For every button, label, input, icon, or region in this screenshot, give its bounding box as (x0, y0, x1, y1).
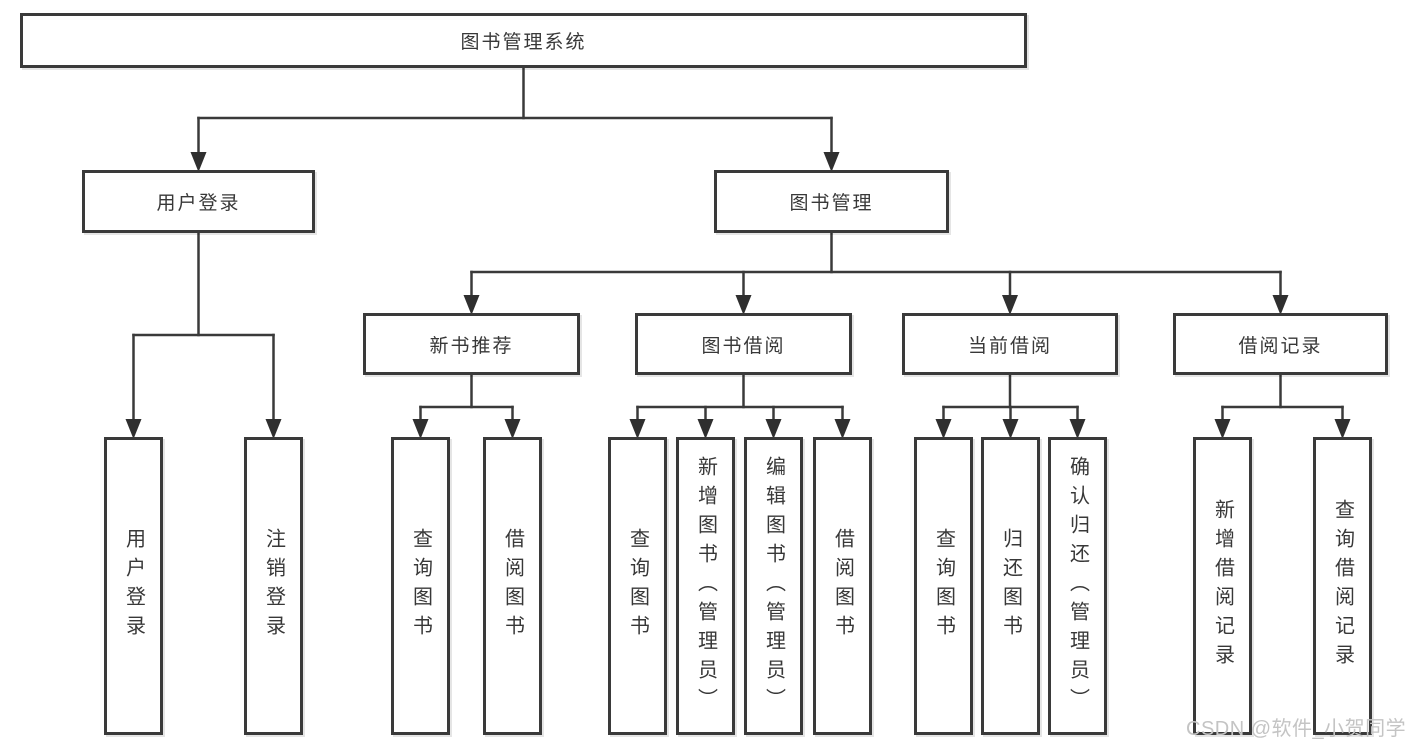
node-label: 确认归还（管理员） (1066, 455, 1089, 717)
node-label: 查询借阅记录 (1331, 499, 1354, 673)
node-label: 查询图书 (626, 528, 649, 644)
node-label: 新增图书（管理员） (694, 455, 717, 717)
arrowhead (629, 419, 646, 439)
arrowhead (1214, 419, 1231, 439)
node-label: 新书推荐 (429, 335, 514, 357)
arrowhead (735, 295, 752, 315)
arrowhead (1069, 419, 1086, 439)
node-leaf-rec-2: 借阅图书 (483, 437, 542, 735)
node-login: 用户登录 (82, 170, 315, 233)
arrowhead (1002, 419, 1019, 439)
arrowhead (412, 419, 429, 439)
node-leaf-borrow-4: 借阅图书 (813, 437, 872, 735)
node-mgmt: 图书管理 (714, 170, 949, 233)
node-root: 图书管理系统 (20, 13, 1027, 68)
node-label: 归还图书 (999, 528, 1022, 644)
node-leaf-borrow-2: 新增图书（管理员） (676, 437, 735, 735)
arrowhead (265, 419, 282, 439)
arrowhead (834, 419, 851, 439)
arrowhead (190, 152, 207, 172)
node-leaf-borrow-1: 查询图书 (608, 437, 667, 735)
node-label: 当前借阅 (967, 335, 1052, 357)
watermark: CSDN @软件_小贺同学 (1186, 718, 1405, 740)
node-label: 用户登录 (122, 528, 145, 644)
node-borrow: 图书借阅 (635, 313, 852, 375)
node-leaf-record-1: 新增借阅记录 (1193, 437, 1252, 735)
node-leaf-rec-1: 查询图书 (391, 437, 450, 735)
node-leaf-login-2: 注销登录 (244, 437, 303, 735)
arrowhead (125, 419, 142, 439)
arrowhead (1272, 295, 1289, 315)
node-label: 注销登录 (262, 528, 285, 644)
arrowhead (463, 295, 480, 315)
node-current: 当前借阅 (902, 313, 1118, 375)
node-label: 借阅图书 (501, 528, 524, 644)
arrowhead (935, 419, 952, 439)
arrowhead (823, 152, 840, 172)
arrowhead (1334, 419, 1351, 439)
node-leaf-current-2: 归还图书 (981, 437, 1040, 735)
node-label: 用户登录 (156, 193, 241, 214)
arrowhead (697, 419, 714, 439)
node-label: 图书管理系统 (460, 32, 587, 53)
node-leaf-borrow-3: 编辑图书（管理员） (744, 437, 803, 735)
node-label: 借阅图书 (831, 528, 854, 644)
node-label: 图书借阅 (701, 335, 786, 357)
node-record: 借阅记录 (1173, 313, 1388, 375)
node-leaf-record-2: 查询借阅记录 (1313, 437, 1372, 735)
node-label: 新增借阅记录 (1211, 499, 1234, 673)
node-label: 借阅记录 (1238, 335, 1323, 357)
node-leaf-login-1: 用户登录 (104, 437, 163, 735)
arrowhead (765, 419, 782, 439)
arrowhead (1002, 295, 1018, 315)
node-label: 编辑图书（管理员） (762, 455, 785, 717)
node-leaf-current-1: 查询图书 (914, 437, 973, 735)
node-label: 查询图书 (409, 528, 432, 644)
node-leaf-current-3: 确认归还（管理员） (1048, 437, 1107, 735)
node-label: 查询图书 (932, 528, 955, 644)
node-rec: 新书推荐 (363, 313, 580, 375)
node-label: 图书管理 (789, 193, 874, 214)
arrowhead (504, 419, 521, 439)
